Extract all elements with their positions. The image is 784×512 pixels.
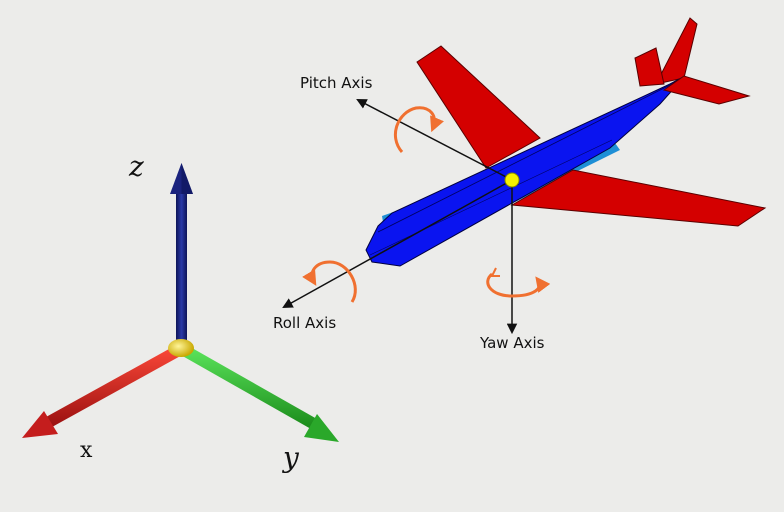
- y-axis-arrow: [179, 344, 339, 442]
- x-axis-label: x: [80, 438, 93, 463]
- pitch-axis-line: [356, 99, 513, 181]
- vertical-stabilizer: [655, 17, 698, 85]
- coordinate-frame: z x y: [22, 150, 339, 474]
- yaw-axis-label: Yaw Axis: [479, 334, 545, 352]
- z-axis-arrow: [170, 163, 193, 344]
- roll-rotation-icon: [302, 260, 357, 303]
- right-wing: [510, 169, 767, 227]
- x-axis-arrow: [22, 344, 184, 438]
- center-of-gravity-marker: [504, 172, 520, 188]
- pitch-rotation-icon: [393, 106, 444, 153]
- rotation-axes: Pitch Axis Roll Axis Yaw Axis: [273, 74, 551, 352]
- z-axis-label: z: [128, 150, 144, 183]
- fuselage: [365, 75, 686, 267]
- roll-axis-label: Roll Axis: [273, 314, 336, 332]
- left-horizontal-stabilizer: [634, 47, 665, 87]
- yaw-rotation-icon: [486, 272, 551, 298]
- pitch-axis-label: Pitch Axis: [300, 74, 373, 92]
- origin-marker: [168, 339, 194, 357]
- roll-axis-line: [282, 179, 513, 309]
- left-wing: [416, 45, 541, 169]
- y-axis-label: y: [281, 441, 300, 474]
- aircraft: [365, 17, 767, 267]
- right-horizontal-stabilizer: [662, 75, 751, 105]
